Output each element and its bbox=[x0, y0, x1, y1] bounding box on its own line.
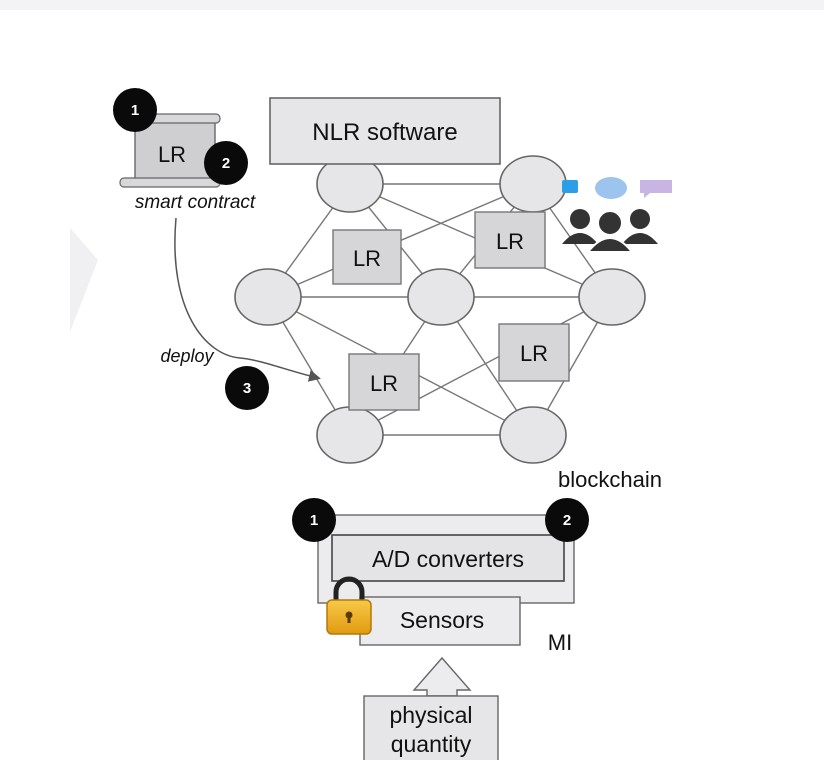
blockchain-label: blockchain bbox=[558, 467, 662, 492]
chat-bubble-icon bbox=[595, 177, 627, 199]
blockchain-node bbox=[499, 155, 567, 213]
svg-text:2: 2 bbox=[222, 155, 230, 172]
person-icon bbox=[562, 233, 598, 244]
lr-box: LR bbox=[348, 353, 420, 411]
person-icon bbox=[585, 237, 635, 253]
contract-lr-label: LR bbox=[158, 142, 186, 167]
input-arrow bbox=[412, 656, 472, 697]
nlr-software-label: NLR software bbox=[312, 119, 457, 146]
person-icon bbox=[622, 233, 658, 244]
users-chat-icon bbox=[562, 177, 672, 253]
quantity-label: quantity bbox=[391, 731, 472, 757]
lr-box: LR bbox=[498, 323, 570, 382]
svg-text:1: 1 bbox=[310, 512, 318, 529]
badge-one: 1 bbox=[292, 498, 336, 542]
person-icon bbox=[597, 210, 623, 236]
lr-label: LR bbox=[370, 371, 398, 396]
badge-one: 1 bbox=[113, 88, 157, 132]
smart-contract-caption: smart contract bbox=[135, 192, 256, 213]
sensors-box bbox=[359, 596, 521, 646]
blockchain-node bbox=[578, 268, 646, 326]
lr-label: LR bbox=[496, 229, 524, 254]
ad-converters-label: A/D converters bbox=[372, 546, 524, 572]
system-architecture-diagram: NLR software LR LR LR LR LR 1 bbox=[70, 88, 672, 760]
badge-two: 2 bbox=[204, 141, 248, 185]
chat-bubble-icon bbox=[562, 180, 578, 193]
deploy-label: deploy bbox=[160, 346, 214, 366]
measurement-instrument: A/D converters Sensors bbox=[317, 514, 575, 646]
nlr-software-box: NLR software bbox=[269, 97, 501, 165]
padlock-icon bbox=[326, 576, 372, 635]
blockchain-node bbox=[407, 268, 475, 326]
sensors-label: Sensors bbox=[400, 607, 484, 633]
lr-label: LR bbox=[353, 246, 381, 271]
svg-text:2: 2 bbox=[563, 512, 571, 529]
mi-label: MI bbox=[548, 630, 572, 655]
lr-label: LR bbox=[520, 341, 548, 366]
svg-text:1: 1 bbox=[131, 102, 139, 119]
faint-decoration bbox=[70, 228, 98, 332]
blockchain-node bbox=[234, 268, 302, 326]
deploy-arrow bbox=[174, 217, 321, 382]
diagram-canvas: NLR software LR LR LR LR LR 1 bbox=[0, 10, 824, 760]
person-icon bbox=[630, 209, 650, 229]
person-icon bbox=[570, 209, 590, 229]
chat-bubble-icon bbox=[640, 180, 672, 198]
physical-label: physical bbox=[389, 702, 472, 728]
ad-converters-box bbox=[331, 534, 565, 582]
blockchain-node bbox=[499, 406, 567, 464]
badge-three: 3 bbox=[225, 366, 269, 410]
lr-box: LR bbox=[474, 211, 546, 269]
badge-two: 2 bbox=[545, 498, 589, 542]
edge bbox=[349, 296, 613, 436]
lr-box: LR bbox=[332, 229, 402, 285]
physical-quantity-box: physical quantity bbox=[363, 695, 499, 760]
network-nodes bbox=[234, 155, 646, 464]
svg-text:3: 3 bbox=[243, 380, 251, 397]
blockchain-node bbox=[316, 406, 384, 464]
